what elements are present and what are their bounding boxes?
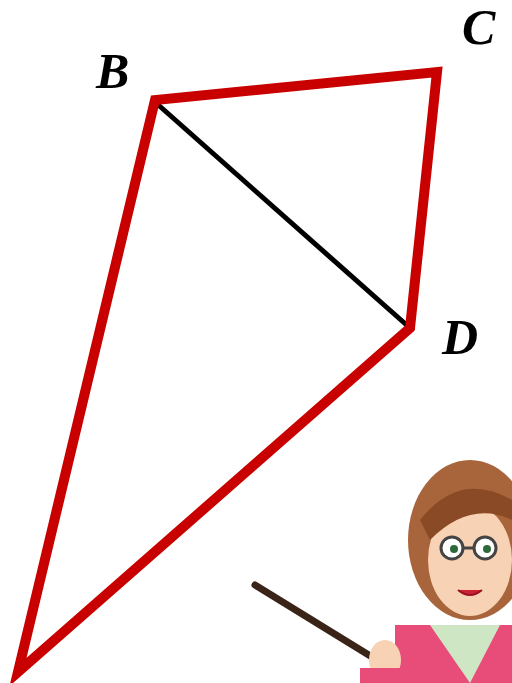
vertex-label: B [96,46,129,96]
diagonal-bd [155,102,410,328]
teacher-illustration [255,460,512,683]
vertex-label: C [462,2,495,52]
vertex-label: D [442,312,478,362]
quad-sides [18,72,437,672]
quadrilateral [18,72,437,672]
